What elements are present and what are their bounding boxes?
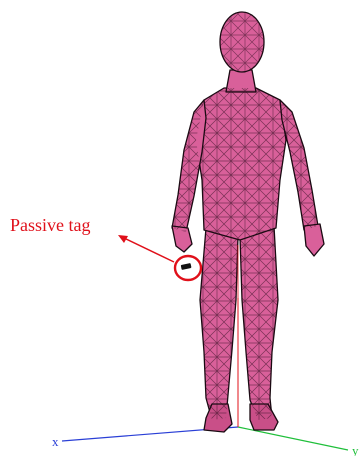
passive-tag-marker	[181, 263, 192, 270]
passive-tag-label: Passive tag	[10, 215, 91, 235]
x-axis-label: x	[52, 434, 59, 449]
human-body-model	[172, 12, 324, 432]
mesh-overlay	[172, 88, 318, 420]
head-mesh-overlay	[220, 12, 264, 72]
tag-arrow-line	[124, 238, 174, 262]
y-axis-label: y	[352, 443, 359, 456]
